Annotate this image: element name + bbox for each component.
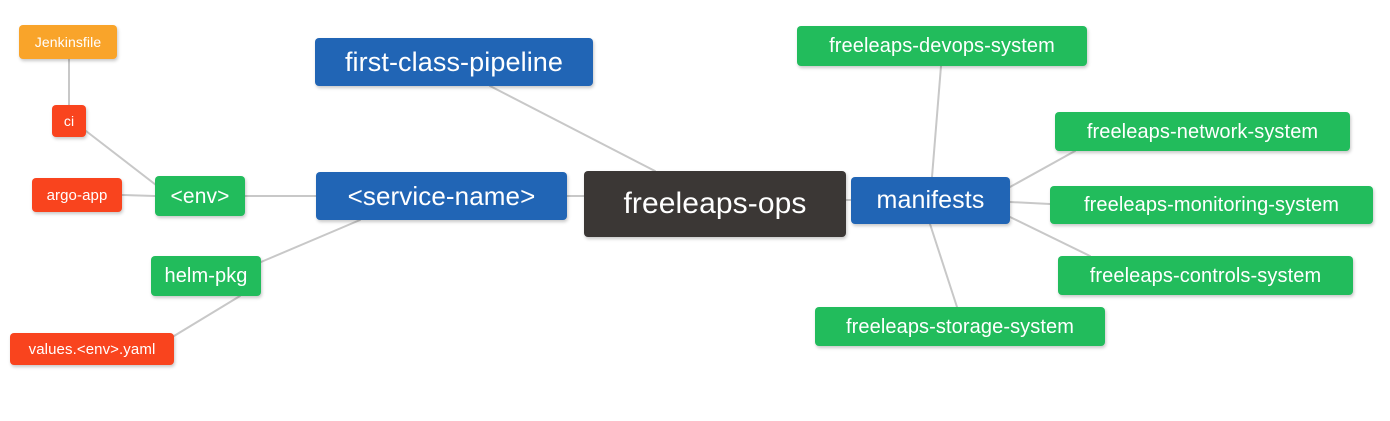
node-label-env: <env>	[170, 184, 230, 208]
node-first-class-pipeline[interactable]: first-class-pipeline	[315, 38, 593, 86]
node-freeleaps-devops-system[interactable]: freeleaps-devops-system	[797, 26, 1087, 66]
edge-manifests-to-freeleaps-storage-system	[929, 223, 958, 308]
edge-manifests-to-freeleaps-monitoring-system	[1009, 201, 1051, 205]
node-label-argo-app: argo-app	[46, 186, 108, 204]
node-label-jenkinsfile: Jenkinsfile	[34, 34, 102, 50]
node-helm-pkg[interactable]: helm-pkg	[151, 256, 261, 296]
node-label-freeleaps-monitoring-system: freeleaps-monitoring-system	[1083, 194, 1339, 216]
node-freeleaps-monitoring-system[interactable]: freeleaps-monitoring-system	[1050, 186, 1373, 224]
node-freeleaps-network-system[interactable]: freeleaps-network-system	[1055, 112, 1350, 151]
edge-first-class-pipeline-to-freeleaps-ops	[489, 85, 656, 172]
edge-helm-pkg-to-service-name	[260, 219, 361, 263]
edge-ci-to-env	[85, 130, 157, 186]
node-label-freeleaps-network-system: freeleaps-network-system	[1086, 120, 1319, 143]
edge-manifests-to-freeleaps-network-system	[1009, 150, 1076, 188]
edge-argo-app-to-env	[121, 194, 156, 197]
node-freeleaps-storage-system[interactable]: freeleaps-storage-system	[815, 307, 1105, 346]
node-label-helm-pkg: helm-pkg	[164, 265, 248, 287]
node-freeleaps-controls-system[interactable]: freeleaps-controls-system	[1058, 256, 1353, 295]
node-label-manifests: manifests	[876, 186, 985, 214]
node-ci[interactable]: ci	[52, 105, 86, 137]
node-label-first-class-pipeline: first-class-pipeline	[344, 46, 564, 77]
node-label-freeleaps-controls-system: freeleaps-controls-system	[1089, 264, 1322, 287]
node-label-values-env-yaml: values.<env>.yaml	[28, 340, 156, 358]
node-freeleaps-ops[interactable]: freeleaps-ops	[584, 171, 846, 237]
node-label-ci: ci	[63, 113, 75, 129]
edge-values-env-yaml-to-helm-pkg	[173, 295, 241, 337]
node-values-env-yaml[interactable]: values.<env>.yaml	[10, 333, 174, 365]
node-jenkinsfile[interactable]: Jenkinsfile	[19, 25, 117, 59]
node-manifests[interactable]: manifests	[851, 177, 1010, 224]
node-label-freeleaps-devops-system: freeleaps-devops-system	[829, 35, 1055, 57]
node-argo-app[interactable]: argo-app	[32, 178, 122, 212]
edge-manifests-to-freeleaps-devops-system	[931, 65, 942, 178]
node-service-name[interactable]: <service-name>	[316, 172, 567, 220]
node-label-service-name: <service-name>	[347, 181, 536, 211]
node-label-freeleaps-storage-system: freeleaps-storage-system	[845, 315, 1075, 338]
node-label-freeleaps-ops: freeleaps-ops	[623, 187, 807, 220]
node-env[interactable]: <env>	[155, 176, 245, 216]
